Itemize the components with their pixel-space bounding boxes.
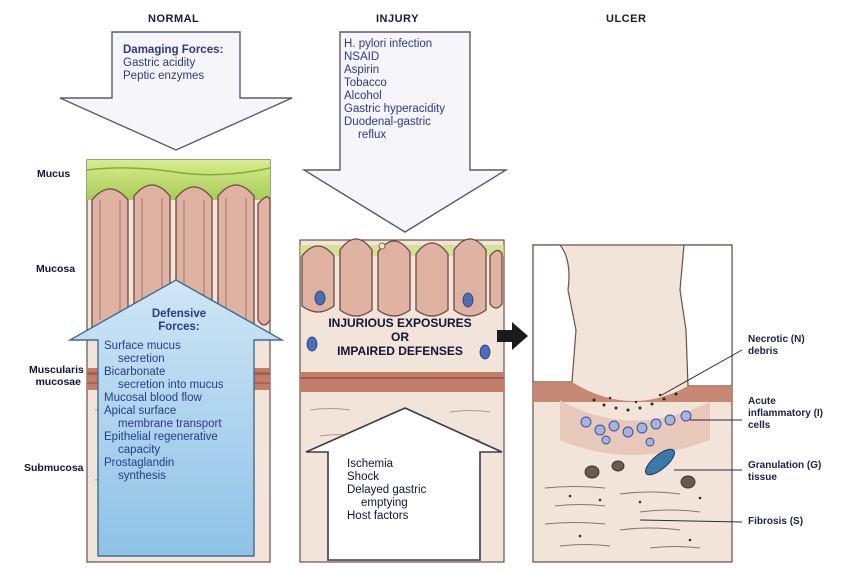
callout-code-s: (S) (790, 516, 803, 527)
injury-factor-item: Tobacco (344, 77, 470, 90)
defensive-force-item: secretion into mucus (104, 379, 254, 392)
callout-fibrosis: Fibrosis (S) (748, 516, 803, 528)
layer-label-muscularis: Muscularis mucosae (29, 364, 81, 388)
callout-code-g: (G) (807, 460, 821, 471)
injury-factor-item: Duodenal-gastric (344, 116, 470, 129)
injury-factor-item: Alcohol (344, 90, 470, 103)
injury-factor-item: Aspirin (344, 64, 470, 77)
panel-title-ulcer: ULCER (606, 13, 646, 25)
layer-label-mucus: Mucus (37, 168, 70, 180)
injury-factor-item: H. pylori infection (344, 38, 470, 51)
impaired-defense-item: emptying (347, 497, 477, 510)
layer-label-mucosa: Mucosa (36, 263, 75, 275)
defensive-force-item: Prostaglandin (104, 457, 254, 470)
impaired-defense-item: Shock (347, 471, 477, 484)
callout-inflammatory-cells: Acute inflammatory (I) cells (748, 396, 823, 432)
defensive-force-item: secretion (104, 353, 254, 366)
damaging-forces-text: Damaging Forces: Gastric acidity Peptic … (123, 44, 243, 83)
defensive-force-item: Surface mucus (104, 340, 254, 353)
defensive-forces-title: Defensive Forces: (104, 308, 254, 334)
injury-factor-item: reflux (344, 129, 470, 142)
defensive-force-item: Bicarbonate (104, 366, 254, 379)
panel-title-injury: INJURY (376, 13, 419, 25)
defensive-force-item: Epithelial regenerative (104, 431, 254, 444)
impaired-defense-item: Delayed gastric (347, 484, 477, 497)
callout-code-n: (N) (791, 334, 805, 345)
callout-necrotic-debris: Necrotic (N) debris (748, 334, 805, 358)
defensive-force-item: membrane transport (104, 418, 254, 431)
injury-factor-item: Gastric hyperacidity (344, 103, 470, 116)
defensive-force-item: synthesis (104, 470, 254, 483)
impaired-defense-item: Ischemia (347, 458, 477, 471)
injury-factor-item: NSAID (344, 51, 470, 64)
layer-label-submucosa: Submucosa (24, 462, 84, 474)
defensive-force-item: Mucosal blood flow (104, 392, 254, 405)
injurious-exposures-label: INJURIOUS EXPOSURES OR IMPAIRED DEFENSES (302, 316, 498, 358)
callout-granulation-tissue: Granulation (G) tissue (748, 460, 821, 484)
impaired-defense-item: Host factors (347, 510, 477, 523)
defensive-force-item: Apical surface (104, 405, 254, 418)
panel-title-normal: NORMAL (148, 13, 199, 25)
defensive-force-item: capacity (104, 444, 254, 457)
ulcer-tissue-block (533, 245, 732, 562)
callout-code-i: (I) (814, 408, 823, 419)
